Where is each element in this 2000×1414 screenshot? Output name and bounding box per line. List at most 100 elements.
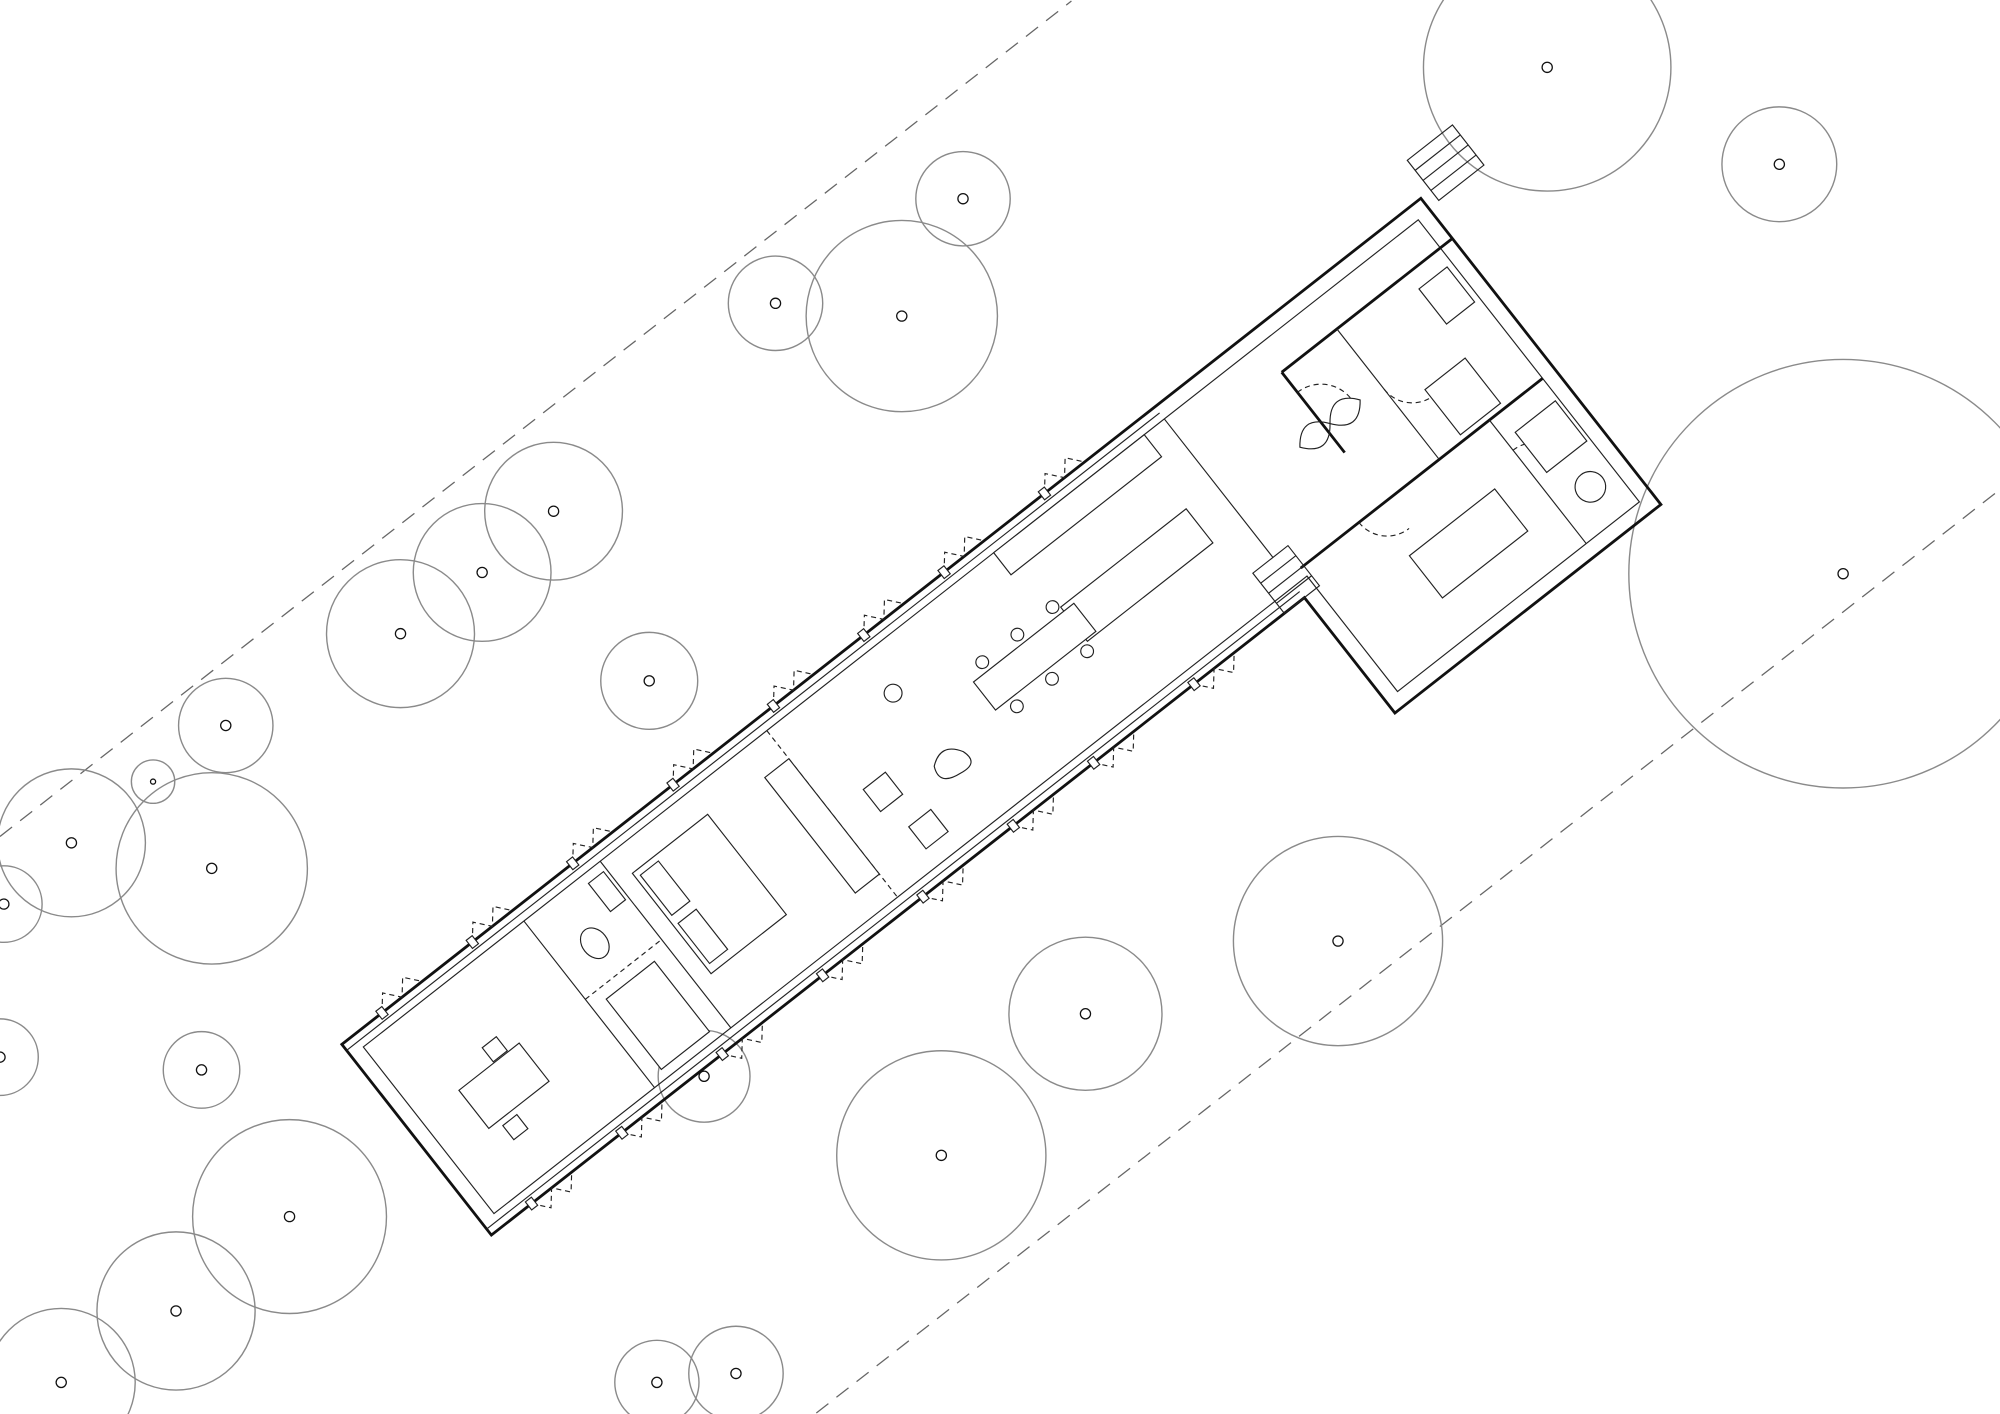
- mullion: [1086, 755, 1101, 771]
- shutter-fold: [1093, 731, 1135, 768]
- annex-toilet: [1418, 266, 1476, 325]
- mullion: [815, 968, 830, 983]
- tree-canopy-icon: [0, 865, 43, 944]
- mullion: [565, 856, 580, 871]
- property-line-south: [815, 489, 2000, 1414]
- property-line-north: [0, 0, 1072, 837]
- tree-canopy-icon: [191, 1118, 388, 1315]
- annex-partition: [1336, 328, 1440, 460]
- tree-canopy-icon: [115, 771, 309, 965]
- tree-canopy-icon: [1232, 835, 1444, 1047]
- mullion: [856, 627, 871, 643]
- shutter-fold: [943, 535, 985, 573]
- annex-shower: [1424, 357, 1502, 436]
- living-partition: [1163, 418, 1274, 558]
- facade-line: [346, 412, 1160, 1051]
- tree-canopy-icon: [325, 558, 476, 709]
- pillow: [639, 860, 691, 917]
- dining-chair: [1080, 644, 1095, 659]
- tree-canopy-icon: [412, 502, 552, 643]
- mullion: [916, 889, 930, 904]
- tree-canopy-icon: [915, 150, 1011, 247]
- pillow: [677, 908, 729, 965]
- tree-canopy-icon: [805, 219, 999, 413]
- tree-canopy-icon: [96, 1231, 256, 1391]
- mullion: [1037, 486, 1052, 501]
- desk-chair: [501, 1113, 529, 1141]
- shelf: [763, 757, 881, 894]
- mullion: [937, 564, 952, 580]
- shutter-fold: [1193, 652, 1235, 690]
- mullion: [465, 934, 480, 950]
- tree-canopy-icon: [600, 631, 699, 731]
- outer-wall: [339, 196, 1663, 1238]
- facade-line: [486, 591, 1301, 1230]
- shutter-fold: [471, 905, 513, 943]
- exterior-stair-icon: [1406, 124, 1485, 202]
- sink: [587, 870, 627, 913]
- tree-canopy-icon: [130, 759, 176, 805]
- shutter-fold: [1043, 457, 1085, 494]
- shutter-fold: [381, 976, 423, 1013]
- tree-canopy-icon: [1721, 106, 1838, 223]
- mullion: [666, 777, 681, 792]
- shutter-fold: [1013, 794, 1055, 831]
- mullion: [524, 1196, 539, 1211]
- dining-chair: [1045, 671, 1059, 686]
- curtain-line: [584, 939, 662, 1000]
- annex-wall: [1280, 237, 1454, 374]
- shutter-fold: [722, 1022, 763, 1059]
- dining-chair: [975, 655, 990, 670]
- tree-canopy-icon: [1628, 358, 2000, 789]
- annex-partition: [1488, 419, 1587, 544]
- dining-table: [972, 602, 1097, 711]
- tree-canopy-icon: [483, 441, 624, 581]
- building: [339, 124, 1663, 1238]
- tree-canopy-icon: [1008, 936, 1163, 1091]
- dining-chair: [1010, 627, 1025, 642]
- shutter-fold: [922, 865, 964, 902]
- desk-chair: [481, 1035, 509, 1063]
- bed: [631, 813, 788, 975]
- tree-canopy-icon: [0, 1307, 136, 1414]
- door-swing-icon: [1358, 522, 1410, 537]
- armchair: [907, 808, 949, 850]
- mullion: [1187, 676, 1201, 692]
- armchair: [862, 771, 904, 813]
- annex-bed: [1408, 488, 1529, 599]
- shutter-fold: [572, 826, 613, 864]
- tree-canopy-icon: [0, 768, 147, 918]
- tree-canopy-icon: [836, 1050, 1047, 1261]
- dining-chair: [1045, 600, 1060, 615]
- shutter-fold: [621, 1101, 663, 1138]
- tree-canopy-icon: [162, 1030, 241, 1109]
- shutter-fold: [672, 748, 714, 785]
- window-shutters: [375, 457, 1235, 1211]
- tree-canopy-icon: [177, 677, 274, 774]
- annex-partition: [1299, 377, 1544, 570]
- toilet: [579, 927, 610, 960]
- bathtub-annex: [1299, 397, 1361, 450]
- side-table: [933, 748, 972, 780]
- mullion: [1006, 818, 1021, 834]
- tree-canopy-icon: [688, 1325, 784, 1414]
- inner-wall: [362, 218, 1641, 1215]
- mullion: [614, 1125, 629, 1140]
- bath-partition: [599, 860, 732, 1029]
- tree-canopy-icon: [727, 255, 824, 352]
- shutter-fold: [531, 1172, 573, 1209]
- bathtub: [605, 960, 711, 1071]
- shutter-fold: [863, 598, 905, 636]
- tree-canopy-icon: [614, 1339, 700, 1414]
- stove: [883, 683, 903, 703]
- stair-icon: [1252, 544, 1321, 615]
- mullion: [715, 1046, 730, 1062]
- annex-sofa: [1514, 400, 1588, 474]
- dining-chair: [1009, 699, 1024, 714]
- desk: [458, 1042, 550, 1130]
- tree-canopy-icon: [0, 1018, 39, 1097]
- annex-wall: [1280, 371, 1346, 454]
- door-swing-icon: [1297, 383, 1352, 400]
